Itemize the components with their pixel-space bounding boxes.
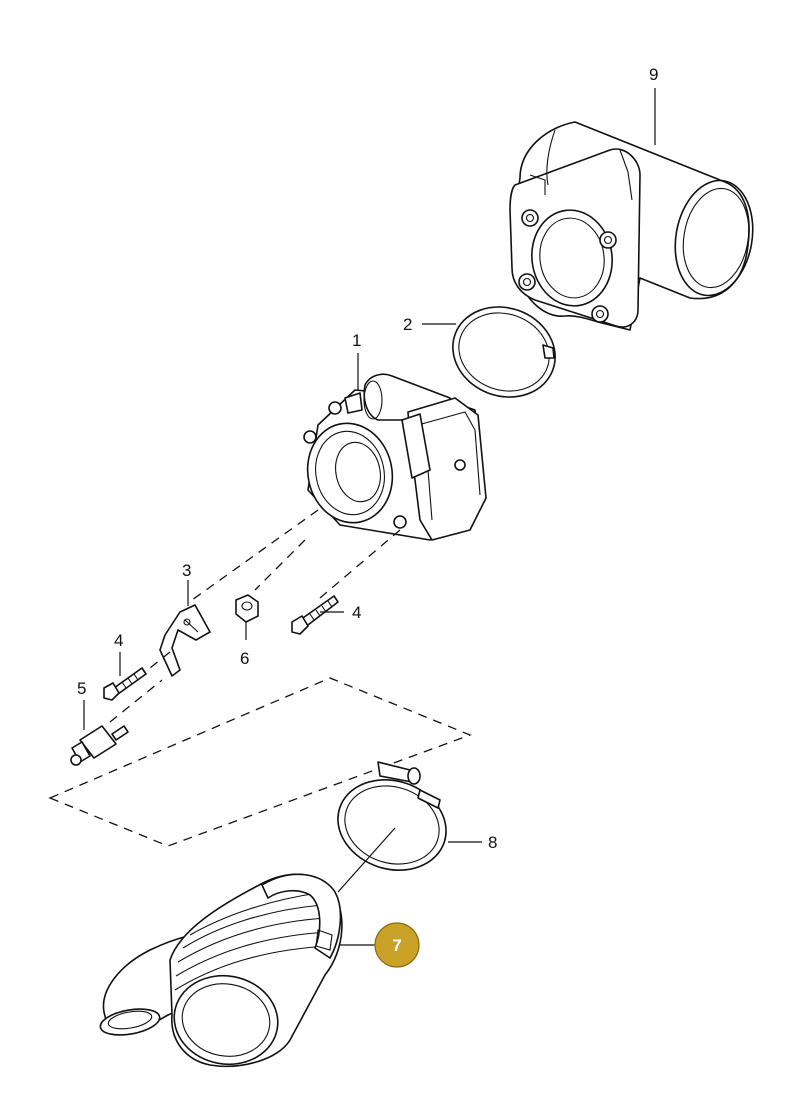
callout-9: 9 — [649, 65, 658, 84]
callout-4a: 4 — [114, 631, 123, 650]
callout-6: 6 — [240, 649, 249, 668]
callout-2: 2 — [403, 315, 412, 334]
callout-1: 1 — [352, 331, 361, 350]
part-2-gasket — [452, 306, 556, 398]
part-5-sensor — [70, 725, 129, 766]
part-9-intake-housing — [509, 121, 754, 331]
callout-7-badge — [374, 922, 420, 968]
callout-3: 3 — [182, 561, 191, 580]
part-3-bracket — [159, 604, 211, 677]
kit-boundary — [48, 677, 472, 847]
part-8-hose-clamp — [337, 761, 447, 871]
part-6-nut — [235, 594, 259, 623]
callout-5: 5 — [77, 679, 86, 698]
part-4-bolt-left — [103, 667, 147, 701]
callout-8: 8 — [488, 833, 497, 852]
part-7-intake-hose — [99, 873, 343, 1068]
assembly-line-bolt — [319, 529, 401, 599]
assembly-line-sensor — [109, 679, 163, 723]
callout-7: 7 — [392, 936, 401, 955]
assembly-line-nut — [254, 539, 306, 591]
part-4-bolt-right — [291, 595, 339, 635]
part-1-throttle-body — [303, 373, 487, 541]
assembly-line-bracket — [191, 509, 319, 601]
callout-4b: 4 — [352, 603, 361, 622]
leader-clamp-hose — [337, 827, 396, 893]
